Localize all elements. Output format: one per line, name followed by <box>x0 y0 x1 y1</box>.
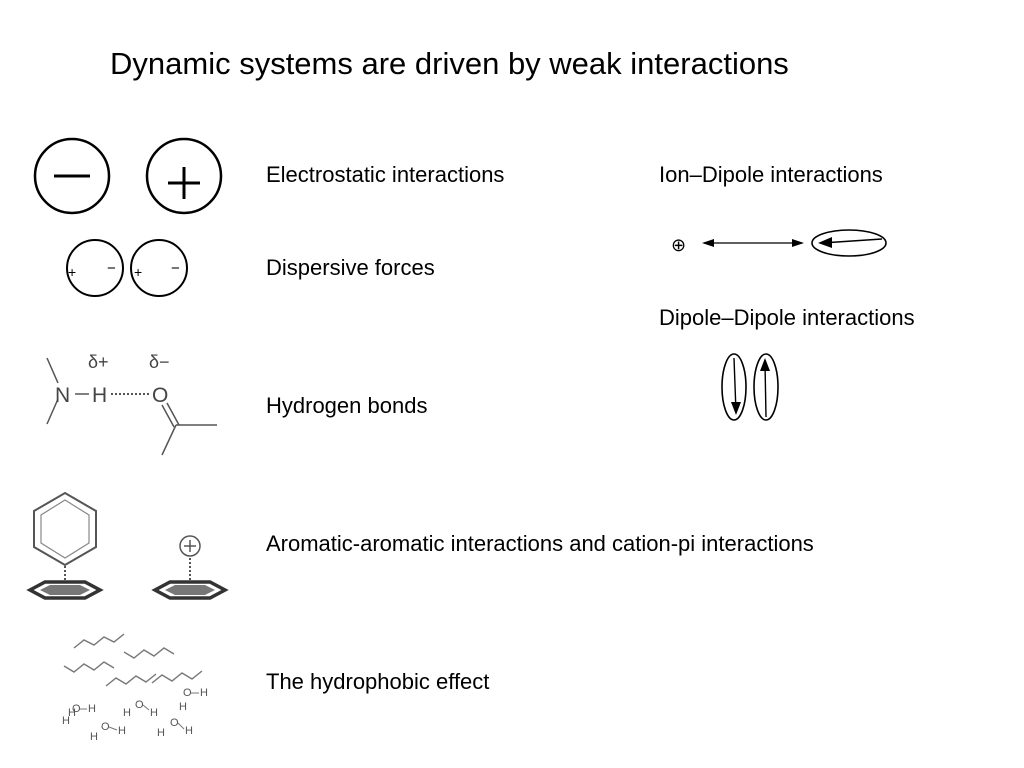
water-h: H <box>62 715 70 727</box>
label-hydrophobic-effect: The hydrophobic effect <box>266 669 490 694</box>
water-o: O <box>72 703 81 715</box>
water-o: O <box>135 699 144 711</box>
dipole-arrowhead <box>818 237 832 248</box>
slide-title: Dynamic systems are driven by weak inter… <box>110 46 789 81</box>
water-o: O <box>170 717 179 729</box>
water-h: H <box>185 725 193 737</box>
dipole-ellipse-right <box>753 353 779 421</box>
aromatic-stacking-icon <box>26 491 229 600</box>
water-h: H <box>157 727 165 739</box>
hydrophobic-chains-icon: H H O H H O H O H H H O H H O H <box>62 633 208 743</box>
arrowhead-right <box>792 239 804 247</box>
label-electrostatic-interactions: Electrostatic interactions <box>266 162 505 187</box>
dipole-dipole-icon <box>721 353 779 421</box>
dipole-vector-left <box>733 357 737 413</box>
phenyl-ring <box>33 491 97 567</box>
label-aromatic-interactions: Aromatic-aromatic interactions and catio… <box>266 531 814 556</box>
negative-charge-circle <box>33 137 111 215</box>
alkyl-chain <box>151 670 203 684</box>
label-dipole-dipole-interactions: Dipole–Dipole interactions <box>659 305 915 330</box>
water-o: O <box>183 687 192 699</box>
hydrogen-atom: H <box>92 384 107 407</box>
electrostatic-charges-icon <box>33 137 223 215</box>
bottom-ring-2-shading <box>165 585 215 595</box>
water-h: H <box>150 707 158 719</box>
water-h: H <box>118 725 126 737</box>
cation-symbol: ⊕ <box>671 235 686 255</box>
dispersive-minus-1: − <box>107 260 116 277</box>
label-dispersive-forces: Dispersive forces <box>266 255 435 280</box>
cation-circle <box>179 535 201 557</box>
dipole-ellipse-left <box>721 353 747 421</box>
dispersive-plus-2: + <box>134 264 142 280</box>
ion-dipole-icon: ⊕ <box>671 229 887 257</box>
dipole-vector <box>821 238 883 244</box>
bottom-ring-1 <box>26 580 104 600</box>
water-h: H <box>200 687 208 699</box>
arrowhead-left <box>702 239 714 247</box>
alkyl-chain <box>73 633 125 649</box>
alkyl-chain <box>105 673 157 687</box>
water-h: H <box>68 707 76 719</box>
water-h: H <box>123 707 131 719</box>
carbonyl-bond-a <box>161 404 175 428</box>
water-h: H <box>90 731 98 743</box>
carbonyl-bond-b <box>166 402 180 426</box>
positive-charge-circle <box>145 137 223 215</box>
water-h: H <box>179 701 187 713</box>
alkyl-chain <box>123 647 175 659</box>
alkyl-chain <box>63 661 115 673</box>
dispersive-plus-1: + <box>68 264 76 280</box>
oxygen-atom: O <box>152 384 168 407</box>
water-h: H <box>88 703 96 715</box>
water-o: O <box>101 721 110 733</box>
water-bond <box>177 722 185 730</box>
n-methyl-bond-top <box>46 357 59 384</box>
delta-minus-label: δ− <box>149 352 170 372</box>
dipole-ellipse <box>811 229 887 257</box>
bottom-ring-2 <box>151 580 229 600</box>
water-bond <box>108 726 118 731</box>
nitrogen-atom: N <box>55 384 70 407</box>
dipole-vector-right <box>764 362 767 418</box>
delta-plus-label: δ+ <box>88 352 109 372</box>
dipole-arrowhead-down <box>731 402 741 415</box>
bottom-ring-1-shading <box>40 585 90 595</box>
induced-dipole-circle-1 <box>66 239 124 297</box>
dispersive-minus-2: − <box>171 260 180 277</box>
dipole-arrowhead-up <box>760 358 770 371</box>
induced-dipole-circle-2 <box>130 239 188 297</box>
carbonyl-methyl-down <box>161 424 177 456</box>
dispersive-dipoles-icon: + − + − <box>66 239 188 297</box>
water-bond <box>142 704 150 711</box>
label-ion-dipole-interactions: Ion–Dipole interactions <box>659 162 883 187</box>
phenyl-ring-inner <box>40 499 90 559</box>
hydrogen-bond-structure-icon: N H O δ+ δ− <box>46 352 217 456</box>
label-hydrogen-bonds: Hydrogen bonds <box>266 393 428 418</box>
n-methyl-bond-bottom <box>46 398 59 425</box>
